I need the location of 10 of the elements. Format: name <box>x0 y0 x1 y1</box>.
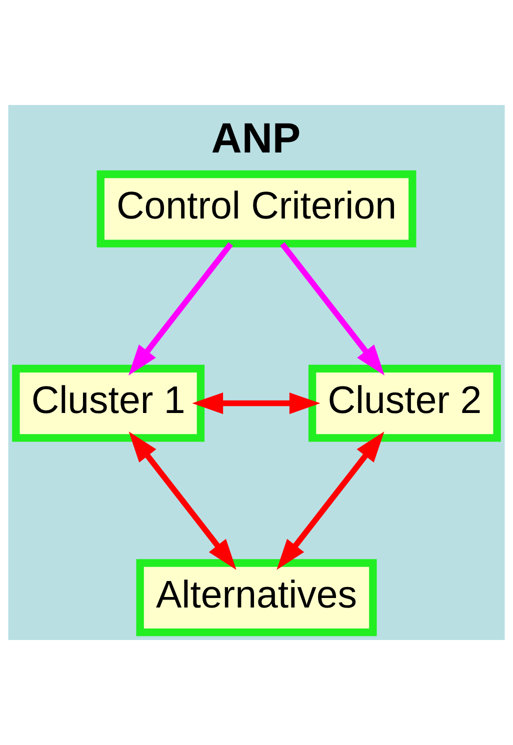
diagram-title: ANP <box>211 114 301 162</box>
arrow <box>128 431 236 570</box>
arrow <box>276 431 384 570</box>
arrow <box>128 242 233 376</box>
node-box: Alternatives <box>136 559 377 636</box>
node-box: Cluster 2 <box>308 364 501 442</box>
node-box: Control Criterion <box>96 170 416 248</box>
arrow <box>192 392 320 414</box>
arrow <box>280 242 385 376</box>
node-box: Cluster 1 <box>12 364 205 442</box>
